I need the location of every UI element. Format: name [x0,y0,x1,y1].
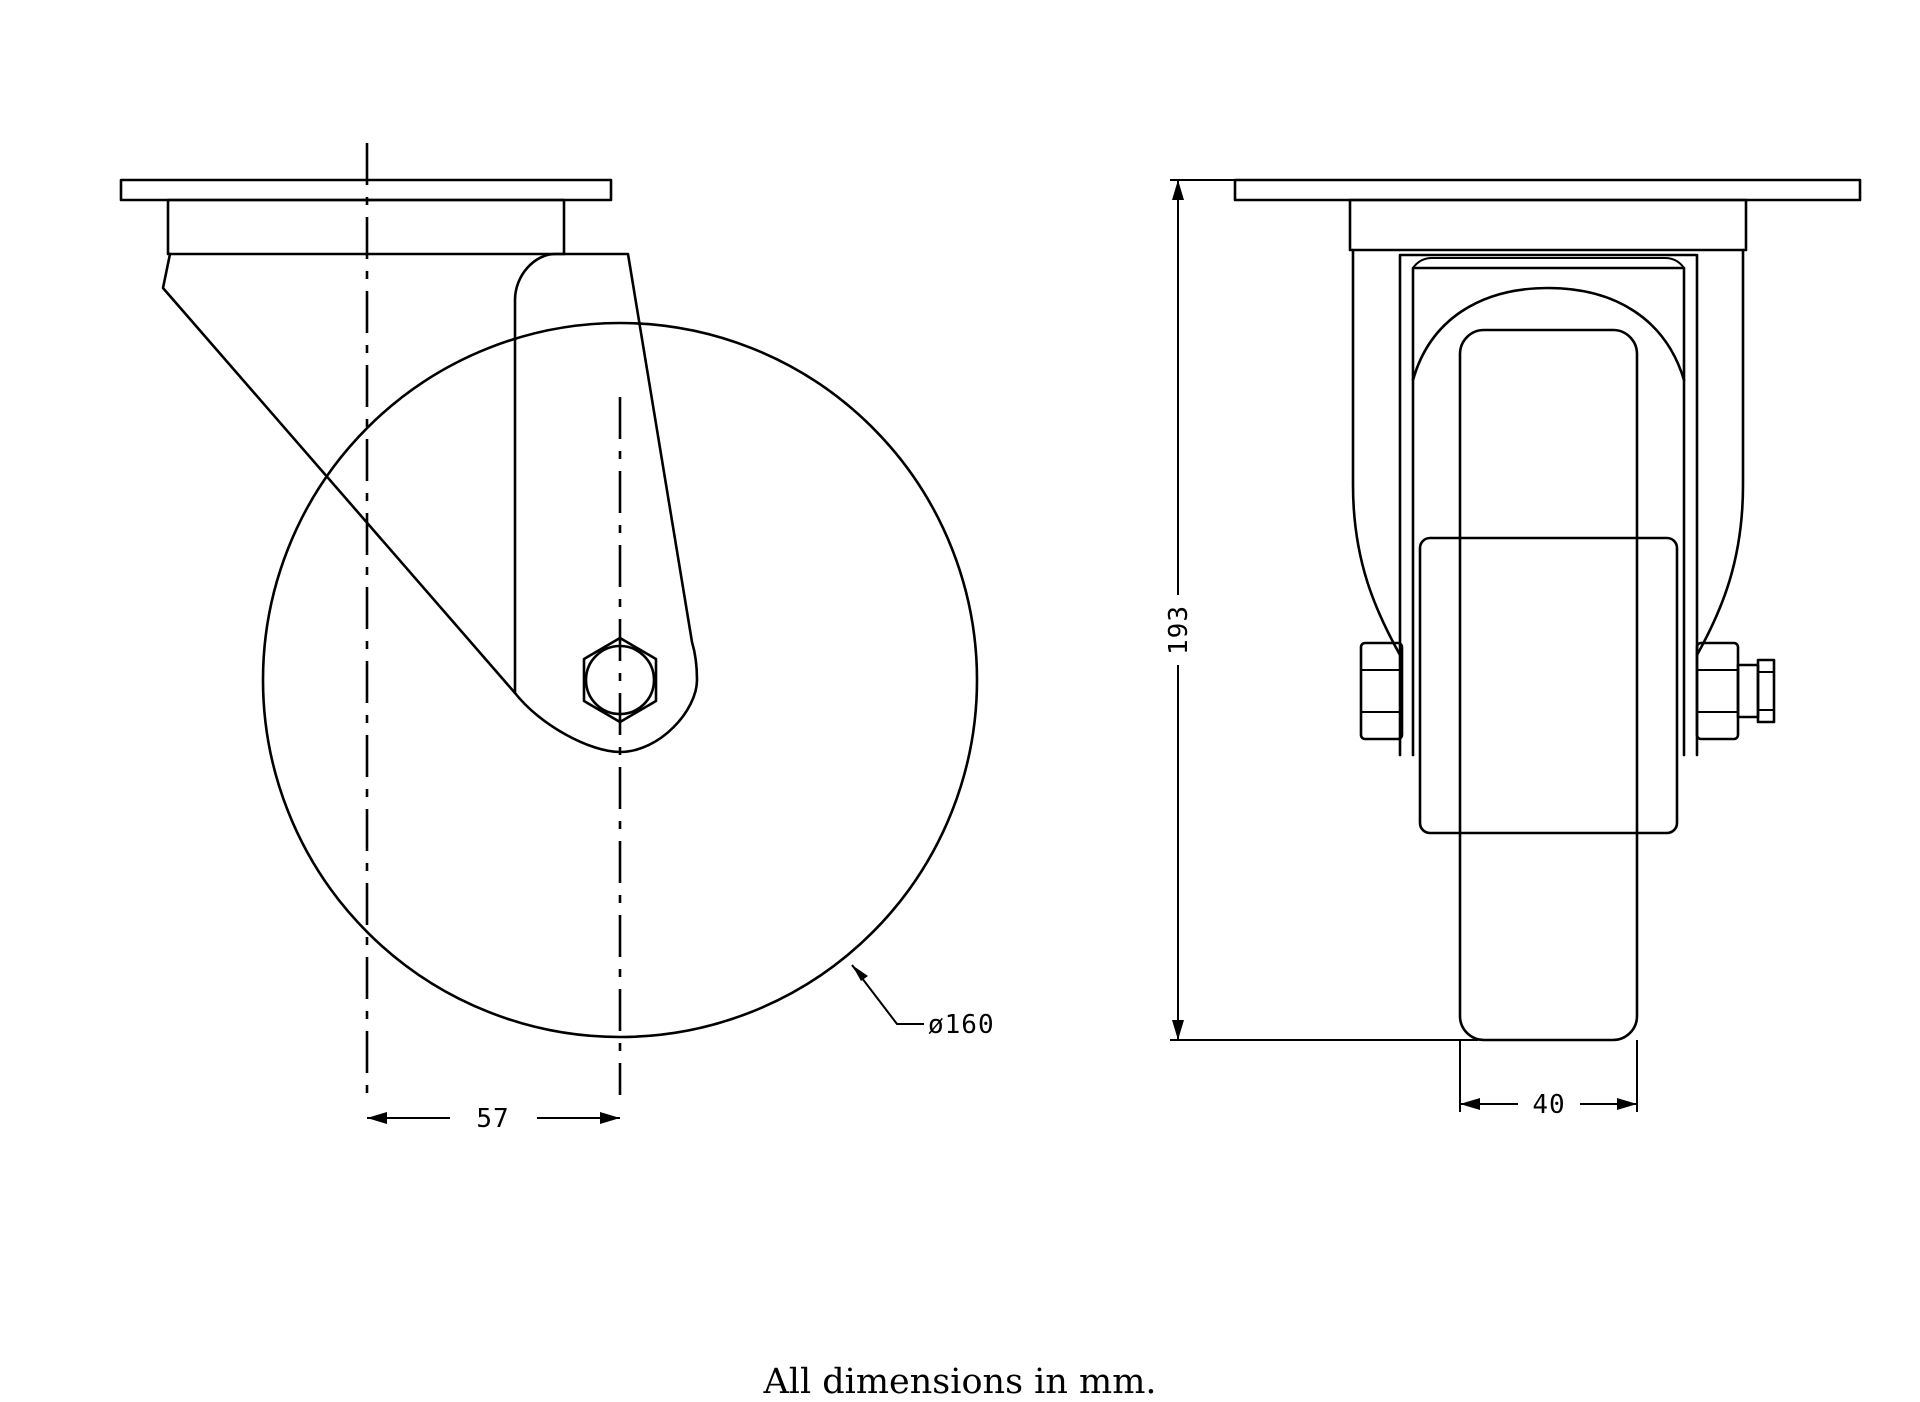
wheel-width-label: 40 [1532,1090,1565,1120]
offset-dimension-label: 57 [476,1104,509,1134]
wheel-diameter-label: ø160 [928,1010,995,1040]
front-wheel-hub [1418,536,1679,835]
units-caption: All dimensions in mm. [763,1362,1157,1402]
overall-height-label: 193 [1164,605,1194,655]
front-wheel-tyre [1458,328,1639,1042]
front-axle-end [1736,658,1776,724]
front-fork-channel-top [1412,257,1685,269]
front-view: 193 40 [1164,178,1862,1120]
side-wheel [261,321,979,1039]
front-left-nut [1359,641,1404,741]
side-view: 57 ø160 [119,143,995,1134]
front-swivel-head [1348,198,1748,252]
front-fork-outer [1351,248,1745,657]
front-fork-inner [1398,253,1699,757]
front-top-plate [1233,178,1862,202]
front-right-nut [1695,641,1740,741]
side-fork-leg [161,252,699,754]
front-wheel-housing [1411,286,1686,382]
